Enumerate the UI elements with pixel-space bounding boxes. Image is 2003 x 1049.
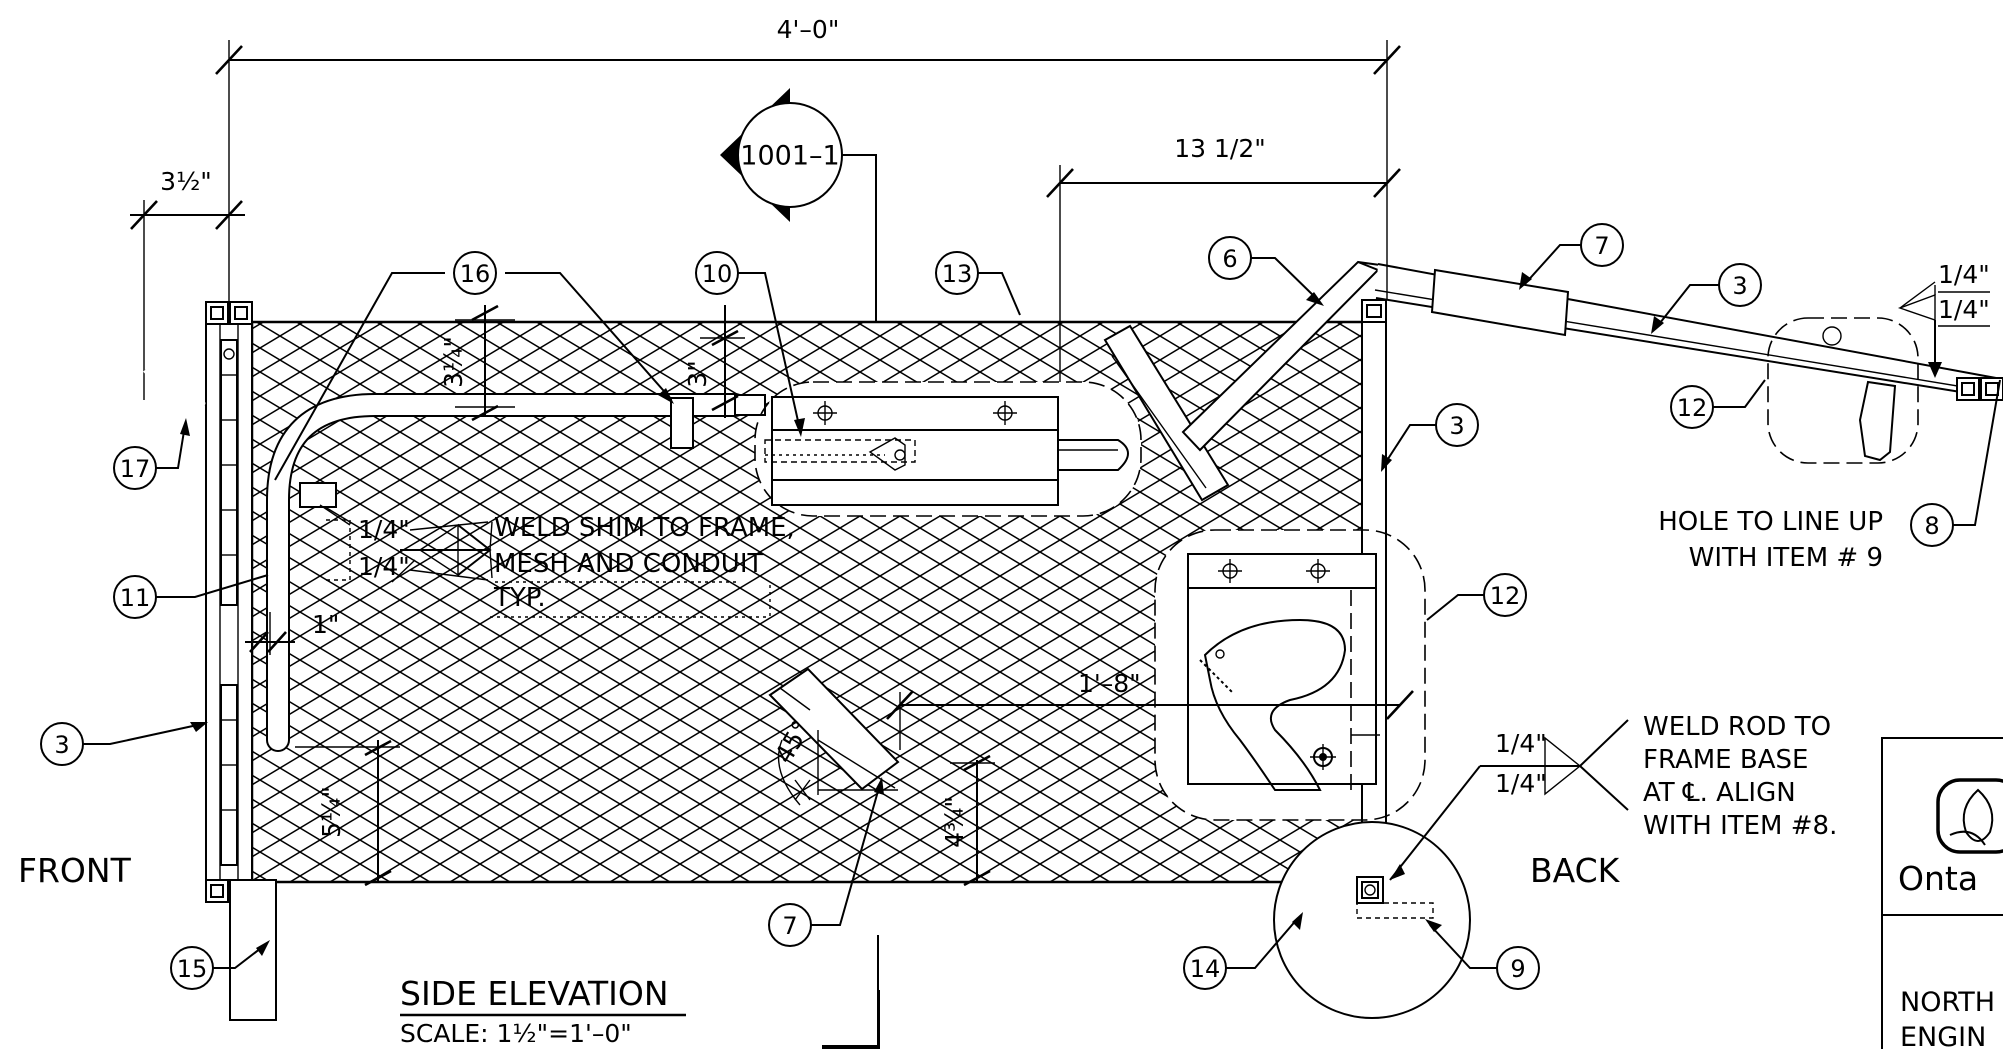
front-post (205, 301, 277, 1021)
balloon-item-11: 11 (113, 575, 157, 619)
note-hole-1: HOLE TO LINE UP (1658, 507, 1883, 537)
latch-assembly (754, 324, 1230, 517)
balloon-item-15: 15 (170, 946, 214, 990)
balloon-item-8: 8 (1910, 503, 1954, 547)
note-shim-1: WELD SHIM TO FRAME, (494, 513, 795, 543)
svg-text:13: 13 (942, 260, 973, 288)
dimension-texts: 4'–0" 13 1/2" 3½" 3¼" 3" 1" 5¼" 4¾" 1'–8… (160, 15, 1266, 848)
note-rod-4: WITH ITEM #8. (1643, 811, 1837, 841)
dim-floor-height: 5¼" (317, 786, 346, 838)
dim-rod-height: 4¾" (940, 796, 969, 848)
shim (299, 482, 337, 508)
section-marker-label: 1001–1 (740, 141, 839, 172)
svg-text:3: 3 (54, 731, 69, 759)
svg-text:9: 9 (1510, 955, 1525, 983)
label-back: BACK (1530, 851, 1621, 890)
title-block: Onta NORTH ENGIN (1881, 737, 2003, 1049)
dimension-lines (130, 40, 1414, 887)
item-leaders (82, 244, 2001, 969)
balloon-item-12-arm: 12 (1670, 385, 1714, 429)
section-marker: 1001–1 (720, 88, 877, 322)
weld-shim-bottom: 1/4" (358, 552, 410, 581)
svg-text:10: 10 (702, 260, 733, 288)
svg-text:14: 14 (1190, 955, 1221, 983)
note-rod-1: WELD ROD TO (1643, 712, 1831, 742)
rod (768, 667, 900, 791)
wheel (1273, 821, 1471, 1019)
balloon-item-13: 13 (935, 251, 979, 295)
dim-conduit-shim: 3" (683, 360, 712, 387)
svg-text:6: 6 (1222, 245, 1237, 273)
conduit (266, 393, 766, 752)
weld-shim-top: 1/4" (358, 515, 410, 544)
svg-text:3: 3 (1732, 272, 1747, 300)
trillium-logo-icon (1936, 778, 2003, 854)
lock-plate (1154, 529, 1426, 821)
dim-mesh-conduit: 3¼" (439, 336, 468, 388)
note-shim-3: TYP. (493, 583, 546, 613)
org-name: Onta (1898, 859, 1978, 898)
view-labels: FRONT BACK SIDE ELEVATION SCALE: 1½"=1'–… (18, 851, 1621, 1049)
dim-bracket: 3½" (160, 167, 212, 196)
balloon-item-9: 9 (1496, 946, 1540, 990)
weld-rod-top: 1/4" (1495, 729, 1547, 758)
svg-text:8: 8 (1924, 512, 1939, 540)
balloon-item-16: 16 (453, 251, 497, 295)
svg-text:7: 7 (782, 912, 797, 940)
note-shim-2: MESH AND CONDUIT (494, 549, 763, 579)
angle-dimension (777, 730, 898, 806)
note-rod-3: AT ℄. ALIGN (1643, 778, 1796, 808)
balloon-item-3-mid: 3 (1435, 403, 1479, 447)
dim-rod-length: 1'–8" (1078, 669, 1141, 698)
handle-arm (1181, 260, 2003, 464)
svg-text:12: 12 (1677, 394, 1708, 422)
hole-note: HOLE TO LINE UP WITH ITEM # 9 (1658, 507, 1883, 573)
weld-handle-top: 1/4" (1938, 260, 1990, 289)
svg-text:11: 11 (120, 584, 151, 612)
svg-text:3: 3 (1449, 412, 1464, 440)
title-line-1: NORTH (1900, 987, 1995, 1018)
svg-text:12: 12 (1490, 582, 1521, 610)
view-scale: SCALE: 1½"=1'–0" (400, 1019, 632, 1048)
weld-rod-bottom: 1/4" (1495, 769, 1547, 798)
weld-note-shim: 1/4" 1/4" WELD SHIM TO FRAME, MESH AND C… (319, 504, 795, 618)
balloon-item-3-arm: 3 (1718, 263, 1762, 307)
label-front: FRONT (18, 851, 132, 890)
weld-note-rod: 1/4" 1/4" WELD ROD TO FRAME BASE AT ℄. A… (1389, 712, 1837, 881)
balloon-item-7-rod: 7 (768, 903, 812, 947)
svg-text:16: 16 (460, 260, 491, 288)
balloon-item-7-arm: 7 (1580, 223, 1624, 267)
dim-overall: 4'–0" (777, 15, 840, 44)
view-title: SIDE ELEVATION (400, 974, 669, 1013)
section-cut-marker (822, 990, 880, 1049)
weld-note-handle: 1/4" 1/4" (1897, 260, 1990, 378)
svg-text:17: 17 (120, 455, 151, 483)
svg-text:7: 7 (1594, 232, 1609, 260)
note-rod-2: FRAME BASE (1643, 745, 1808, 775)
balloon-item-6: 6 (1208, 236, 1252, 280)
title-line-2: ENGIN (1900, 1022, 1986, 1049)
balloon-item-17: 17 (113, 446, 157, 490)
note-hole-2: WITH ITEM # 9 (1689, 543, 1883, 573)
balloon-item-14: 14 (1183, 946, 1227, 990)
balloon-item-10: 10 (695, 251, 739, 295)
svg-text:15: 15 (177, 955, 208, 983)
weld-handle-bottom: 1/4" (1938, 295, 1990, 324)
item-balloons: 3 3 3 6 7 7 8 9 10 11 12 12 13 14 15 16 … (40, 223, 1954, 990)
dim-conduit-gap: 1" (312, 610, 339, 639)
balloon-item-12-plate: 12 (1483, 573, 1527, 617)
shim-block (670, 397, 694, 449)
balloon-item-3-left: 3 (40, 722, 84, 766)
dim-back-offset: 13 1/2" (1174, 134, 1266, 163)
